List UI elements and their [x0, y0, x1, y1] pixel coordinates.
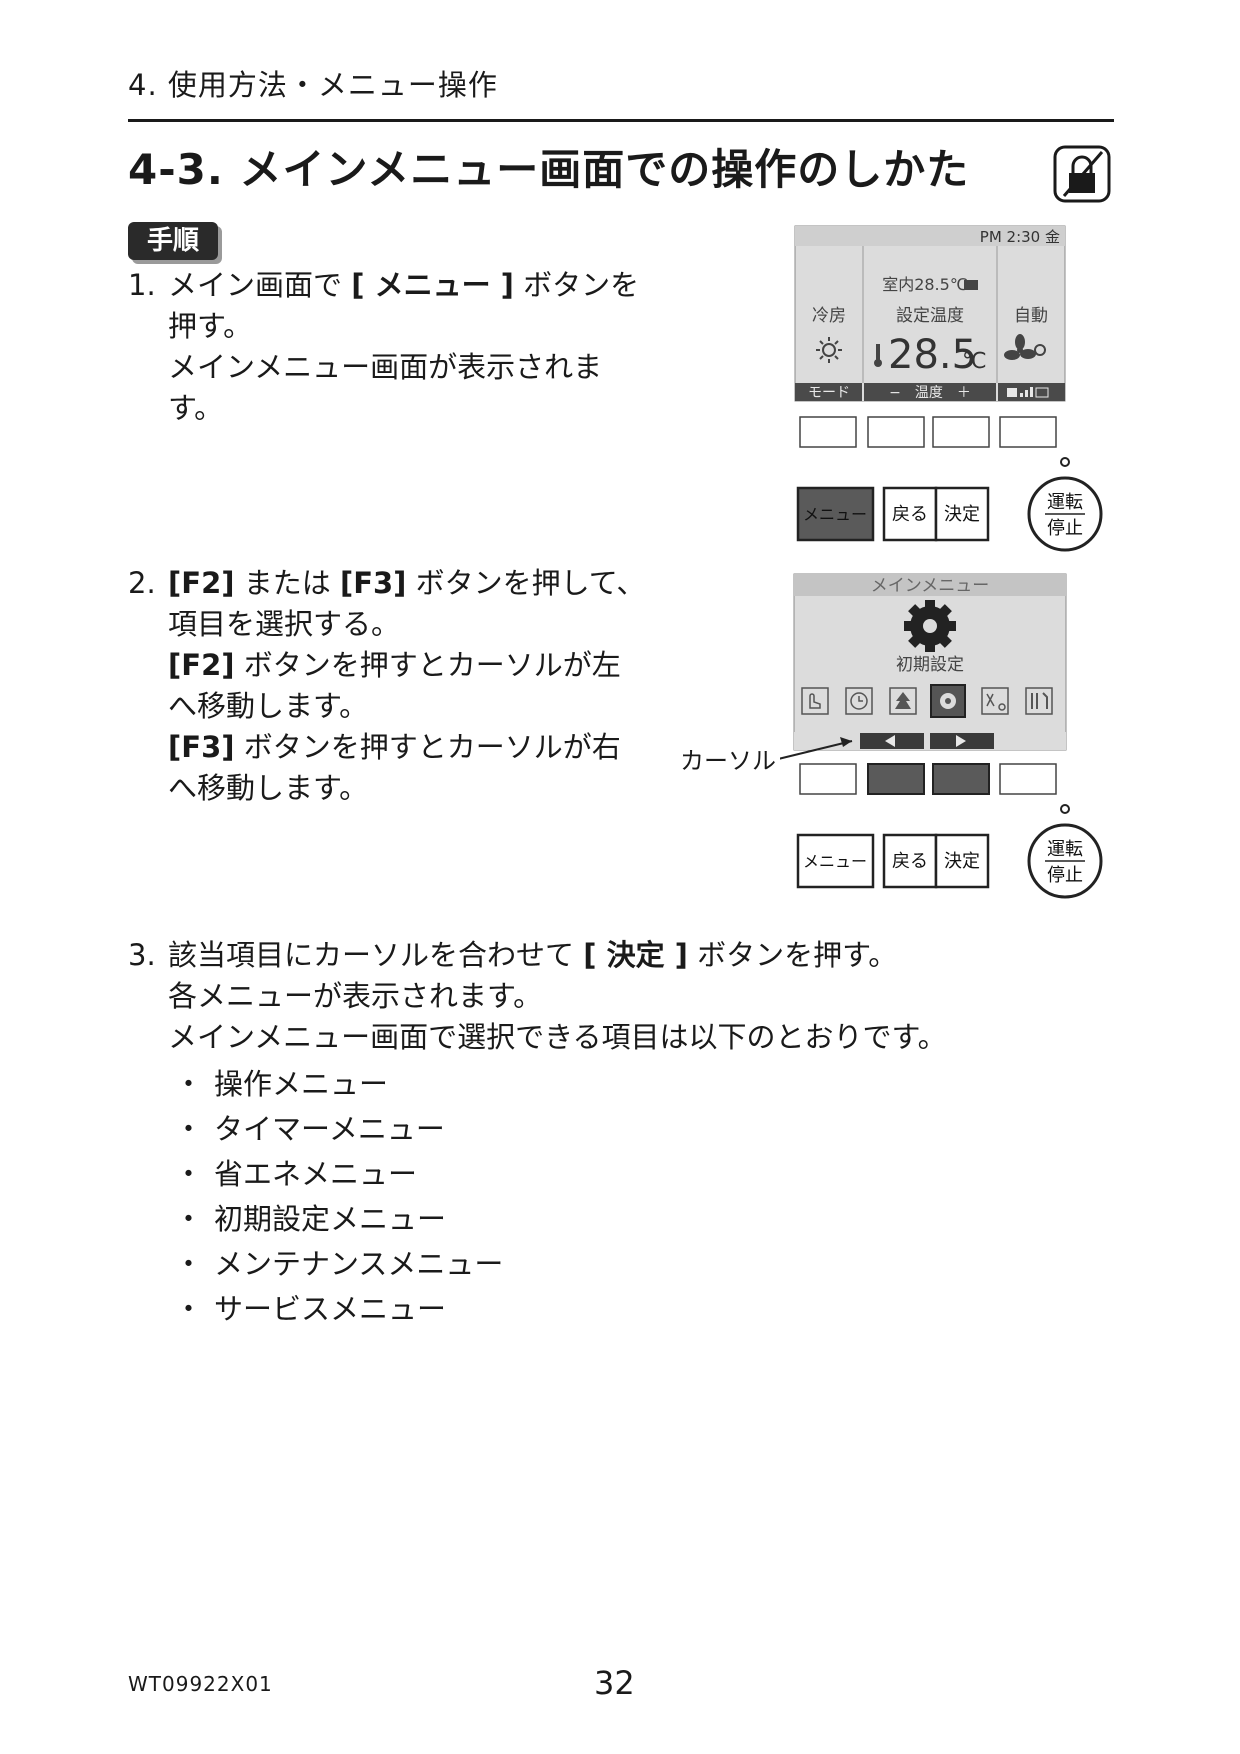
- selected-item-label: 初期設定: [896, 655, 964, 675]
- f4-button[interactable]: [999, 416, 1057, 448]
- maintenance-menu-icon[interactable]: [981, 687, 1009, 715]
- remote-main-menu-diagram: メインメニュー 初期設定 メニュー 戻る 決定 運転 停止: [780, 573, 1103, 899]
- list-item: ・タイマーメニュー: [174, 1112, 445, 1146]
- step-description: 各メニューが表示されます。: [168, 979, 543, 1013]
- step-text: ボタンを押す。: [687, 938, 898, 972]
- list-item: ・メンテナンスメニュー: [174, 1247, 504, 1281]
- enter-button[interactable]: [934, 833, 990, 889]
- step-text: 該当項目にカーソルを合わせて: [168, 938, 584, 972]
- page-number: 32: [594, 1664, 635, 1702]
- thermometer-icon: [874, 344, 882, 367]
- f3-key-label: [F3]: [339, 566, 407, 600]
- enter-button-label: 決定: [944, 851, 980, 872]
- step-text: ボタンを押して、項目を選択する。: [168, 566, 646, 641]
- f2-key-label: [F2]: [168, 648, 235, 682]
- sun-icon: [816, 337, 842, 363]
- step-1: 1. メイン画面で [ メニュー ] ボタンを押す。 メインメニュー画面が表示さ…: [128, 265, 648, 429]
- temp-softkey-label: − 温度 ＋: [889, 385, 971, 401]
- status-icon: [964, 280, 978, 290]
- step-text: ボタンを押す。: [168, 268, 640, 343]
- room-temp: 室内28.5℃: [882, 275, 968, 294]
- step-number: 1.: [128, 268, 156, 302]
- operation-lock-icon: [1053, 145, 1111, 203]
- list-item: ・省エネメニュー: [174, 1157, 418, 1191]
- back-button[interactable]: [882, 486, 938, 542]
- set-temp-value: 28.5: [888, 332, 977, 378]
- remote-main-screen-diagram: PM 2:30 金 冷房 室内28.5℃ 設定温度 28.5 ℃ 自動 モード …: [794, 225, 1103, 552]
- menu-item-list: ・操作メニュー ・タイマーメニュー ・省エネメニュー ・初期設定メニュー ・メン…: [168, 1062, 1028, 1332]
- f2-button[interactable]: [867, 416, 925, 448]
- temp-unit: ℃: [962, 349, 987, 374]
- back-button[interactable]: [882, 833, 938, 889]
- f3-button[interactable]: [932, 416, 990, 448]
- list-item: ・サービスメニュー: [174, 1292, 447, 1326]
- stop-label: 停止: [1047, 518, 1083, 539]
- list-item: ・初期設定メニュー: [174, 1202, 447, 1236]
- menu-button-label: メニュー: [803, 852, 867, 871]
- timer-menu-icon[interactable]: [845, 687, 873, 715]
- page-title: 4-3. メインメニュー画面での操作のしかた: [128, 145, 970, 194]
- set-temp-label: 設定温度: [896, 306, 964, 326]
- run-label: 運転: [1047, 839, 1083, 860]
- f1-button[interactable]: [799, 416, 857, 448]
- clock-display: PM 2:30 金: [980, 228, 1060, 246]
- f2-button[interactable]: [867, 763, 925, 795]
- fan-speed-icon: [1007, 387, 1049, 398]
- back-button-label: 戻る: [892, 504, 928, 525]
- f1-button[interactable]: [799, 763, 857, 795]
- fan-icon: [1004, 334, 1046, 360]
- stop-label: 停止: [1047, 865, 1083, 886]
- header-rule: [128, 119, 1114, 122]
- fan-label: 自動: [1014, 306, 1048, 326]
- gear-icon: [904, 600, 956, 652]
- menu-key-label: [ メニュー ]: [351, 268, 514, 302]
- mode-softkey-label: モード: [808, 385, 850, 401]
- enter-button[interactable]: [934, 486, 990, 542]
- section-header: 4. 使用方法・メニュー操作: [128, 68, 498, 102]
- cursor-label: カーソル: [680, 747, 776, 775]
- step-description: メインメニュー画面で選択できる項目は以下のとおりです。: [168, 1020, 947, 1054]
- step-text: または: [234, 566, 340, 600]
- f3-button[interactable]: [932, 763, 990, 795]
- step-2: 2. [F2] または [F3] ボタンを押して、項目を選択する。 [F2] ボ…: [128, 563, 648, 809]
- menu-button[interactable]: [796, 486, 875, 542]
- run-label: 運転: [1047, 492, 1083, 513]
- document-code: WT09922X01: [128, 1672, 273, 1696]
- main-menu-title: メインメニュー: [871, 576, 990, 596]
- menu-button[interactable]: [796, 833, 875, 889]
- energy-saving-menu-icon[interactable]: [889, 687, 917, 715]
- step-number: 2.: [128, 566, 156, 600]
- cursor-arrow: [780, 740, 853, 760]
- step-3: 3. 該当項目にカーソルを合わせて [ 決定 ] ボタンを押す。 各メニューが表…: [128, 935, 1028, 1332]
- f2-key-label: [F2]: [168, 566, 235, 600]
- menu-button-label: メニュー: [803, 505, 867, 524]
- step-number: 3.: [128, 938, 156, 972]
- indicator-lamp: [1060, 804, 1070, 814]
- step-text: メイン画面で: [168, 268, 352, 302]
- f4-button[interactable]: [999, 763, 1057, 795]
- list-item: ・操作メニュー: [174, 1067, 389, 1101]
- operation-menu-icon[interactable]: [801, 687, 829, 715]
- service-menu-icon[interactable]: [1025, 687, 1053, 715]
- back-button-label: 戻る: [892, 851, 928, 872]
- step-description: ボタンを押すとカーソルが左へ移動します。: [168, 648, 621, 723]
- enter-button-label: 決定: [944, 504, 980, 525]
- step-description: ボタンを押すとカーソルが右へ移動します。: [168, 730, 621, 805]
- f3-key-label: [F3]: [168, 730, 235, 764]
- enter-key-label: [ 決定 ]: [583, 938, 688, 972]
- procedure-badge: 手順: [128, 222, 218, 260]
- indicator-lamp: [1060, 457, 1070, 467]
- mode-label: 冷房: [812, 306, 846, 326]
- step-description: メインメニュー画面が表示されます。: [168, 350, 603, 425]
